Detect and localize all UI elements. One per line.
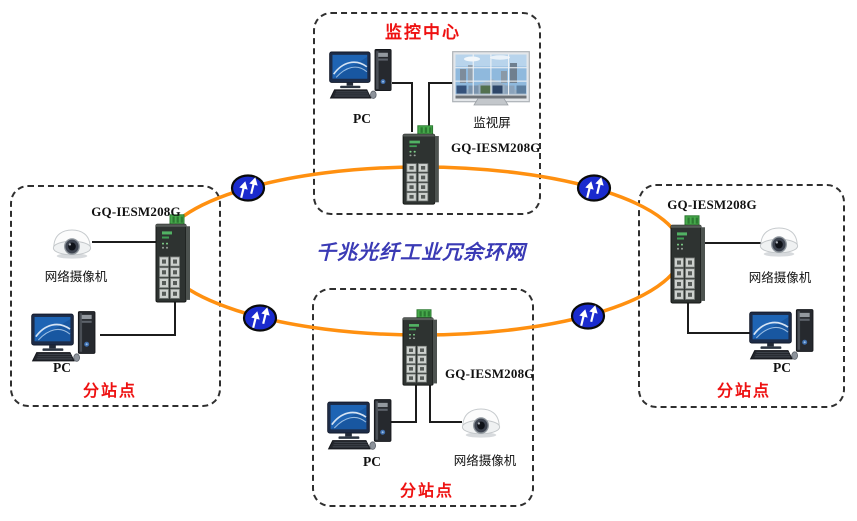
cable-switch-to-pc bbox=[389, 421, 417, 423]
cable-monitor-to-switch bbox=[428, 82, 457, 84]
industrial-switch-icon bbox=[153, 214, 193, 304]
industrial-switch-icon bbox=[668, 215, 708, 305]
fiber-link-icon bbox=[242, 304, 278, 332]
cable-switch-to-pc bbox=[100, 334, 176, 336]
cable-switch-to-pc bbox=[687, 332, 754, 334]
cable-camera-to-switch bbox=[92, 241, 156, 243]
cable-switch-to-camera bbox=[429, 384, 431, 423]
pc-icon bbox=[328, 47, 396, 103]
pc-label: PC bbox=[363, 454, 381, 469]
industrial-switch-icon bbox=[400, 309, 440, 387]
switch-model-label: GQ-IESM208G bbox=[667, 197, 757, 212]
substation-left-title: 分站点 bbox=[82, 383, 138, 400]
cable-pc-to-switch bbox=[392, 82, 413, 84]
switch-model-label: GQ-IESM208G bbox=[91, 204, 181, 219]
cable-switch-to-camera bbox=[429, 421, 462, 423]
fiber-link-icon bbox=[230, 174, 266, 202]
camera-label: 网络摄像机 bbox=[748, 271, 812, 285]
cable-pc-to-switch bbox=[411, 82, 413, 132]
fiber-link-icon bbox=[576, 174, 612, 202]
fiber-link-icon bbox=[570, 302, 606, 330]
pc-icon bbox=[30, 309, 100, 366]
camera-label: 网络摄像机 bbox=[453, 454, 517, 468]
ring-caption: 千兆光纤工业冗余环网 bbox=[316, 242, 526, 264]
dome-camera-icon bbox=[459, 406, 503, 438]
pc-icon bbox=[326, 397, 396, 454]
monitoring-center-title: 监控中心 bbox=[385, 23, 461, 42]
pc-label: PC bbox=[53, 360, 71, 375]
dome-camera-icon bbox=[50, 227, 94, 259]
cable-switch-to-pc bbox=[415, 384, 417, 423]
video-wall-icon bbox=[452, 51, 530, 108]
video-wall-label: 监视屏 bbox=[473, 116, 511, 130]
switch-model-label: GQ-IESM208G bbox=[445, 366, 535, 381]
cable-monitor-to-switch bbox=[428, 82, 430, 132]
pc-label: PC bbox=[353, 111, 371, 126]
pc-label: PC bbox=[773, 360, 791, 375]
substation-right-title: 分站点 bbox=[716, 383, 772, 400]
cable-switch-to-pc bbox=[687, 294, 689, 334]
camera-label: 网络摄像机 bbox=[44, 270, 108, 284]
switch-model-label: GQ-IESM208G bbox=[451, 140, 541, 155]
pc-icon bbox=[748, 307, 818, 364]
cable-switch-to-camera bbox=[705, 242, 764, 244]
dome-camera-icon bbox=[757, 225, 801, 257]
substation-bottom-title: 分站点 bbox=[399, 483, 455, 500]
industrial-switch-icon bbox=[400, 125, 442, 206]
